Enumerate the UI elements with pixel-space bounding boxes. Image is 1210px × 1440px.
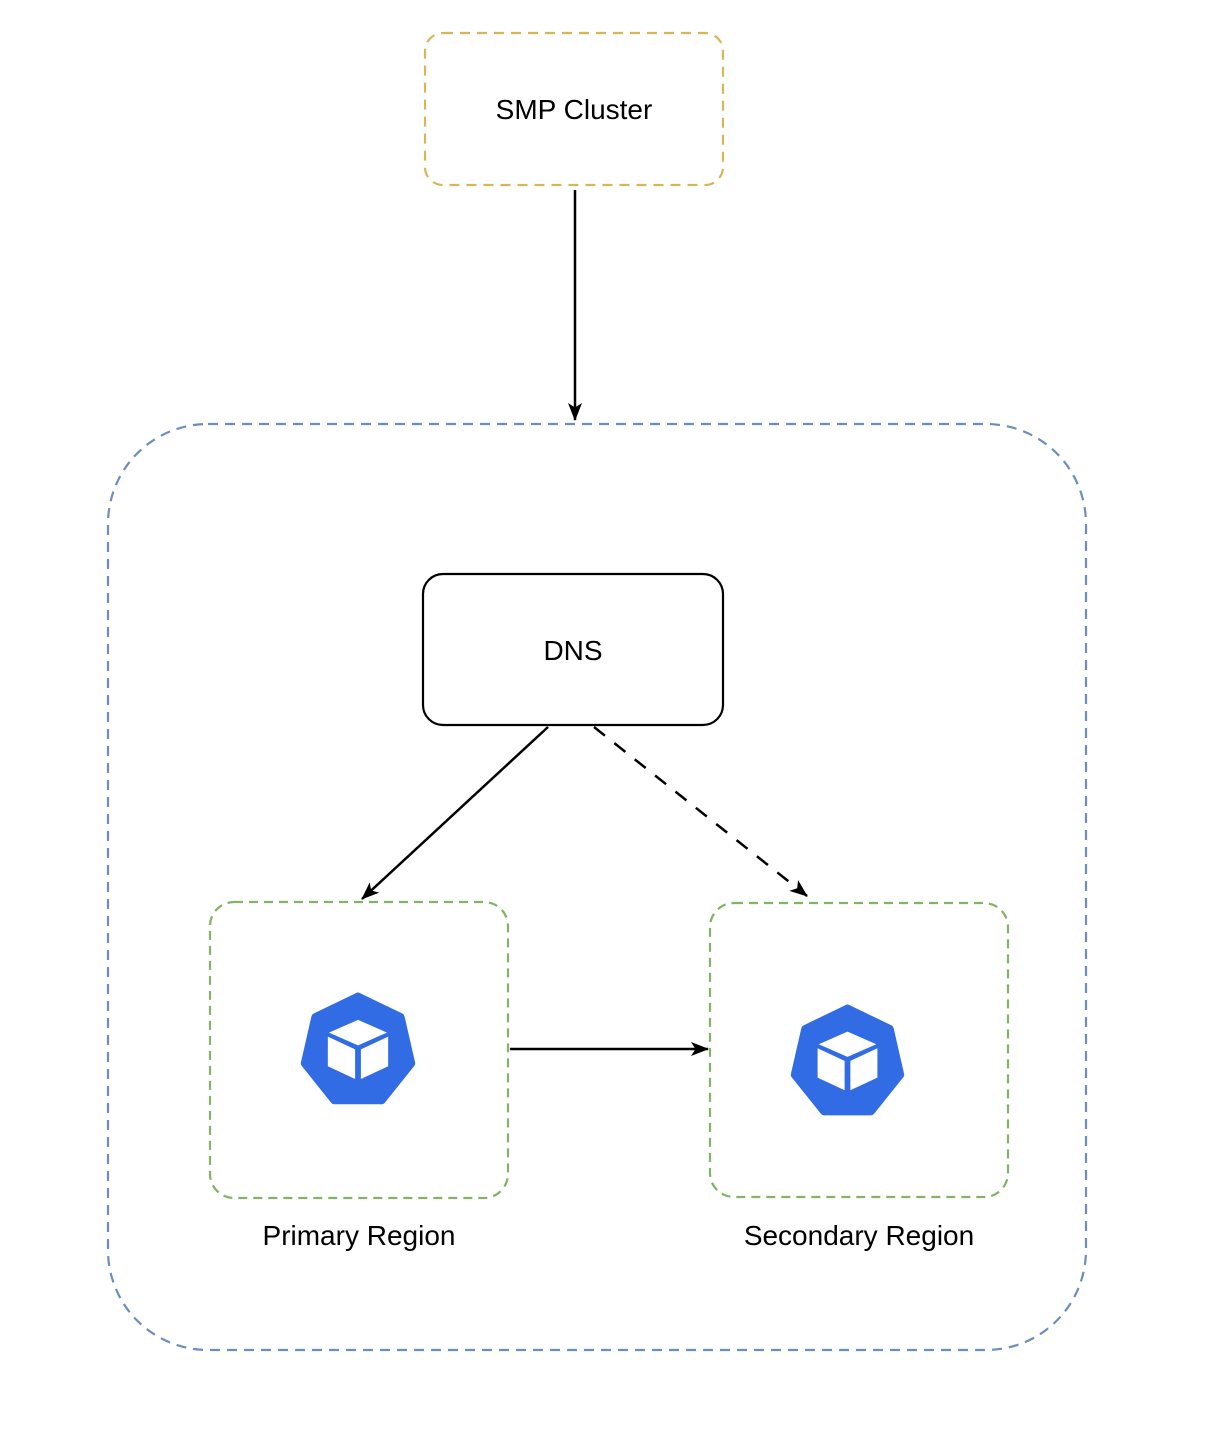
smp-cluster-label: SMP Cluster — [495, 94, 653, 125]
node-secondary-region-box — [708, 901, 1010, 1199]
primary-region-label: Primary Region — [262, 1220, 456, 1251]
dns-label: DNS — [543, 635, 603, 666]
cloud-container-box — [106, 422, 1088, 1352]
edge-dns-to-secondary — [593, 726, 808, 897]
node-primary-region-box — [208, 900, 510, 1200]
container-cube-icon — [790, 1004, 905, 1116]
node-smp-cluster-box — [423, 31, 725, 187]
node-dns-box — [421, 572, 725, 727]
secondary-region-label: Secondary Region — [743, 1220, 975, 1251]
edge-dns-to-primary — [361, 726, 549, 900]
container-cube-icon — [300, 992, 416, 1105]
